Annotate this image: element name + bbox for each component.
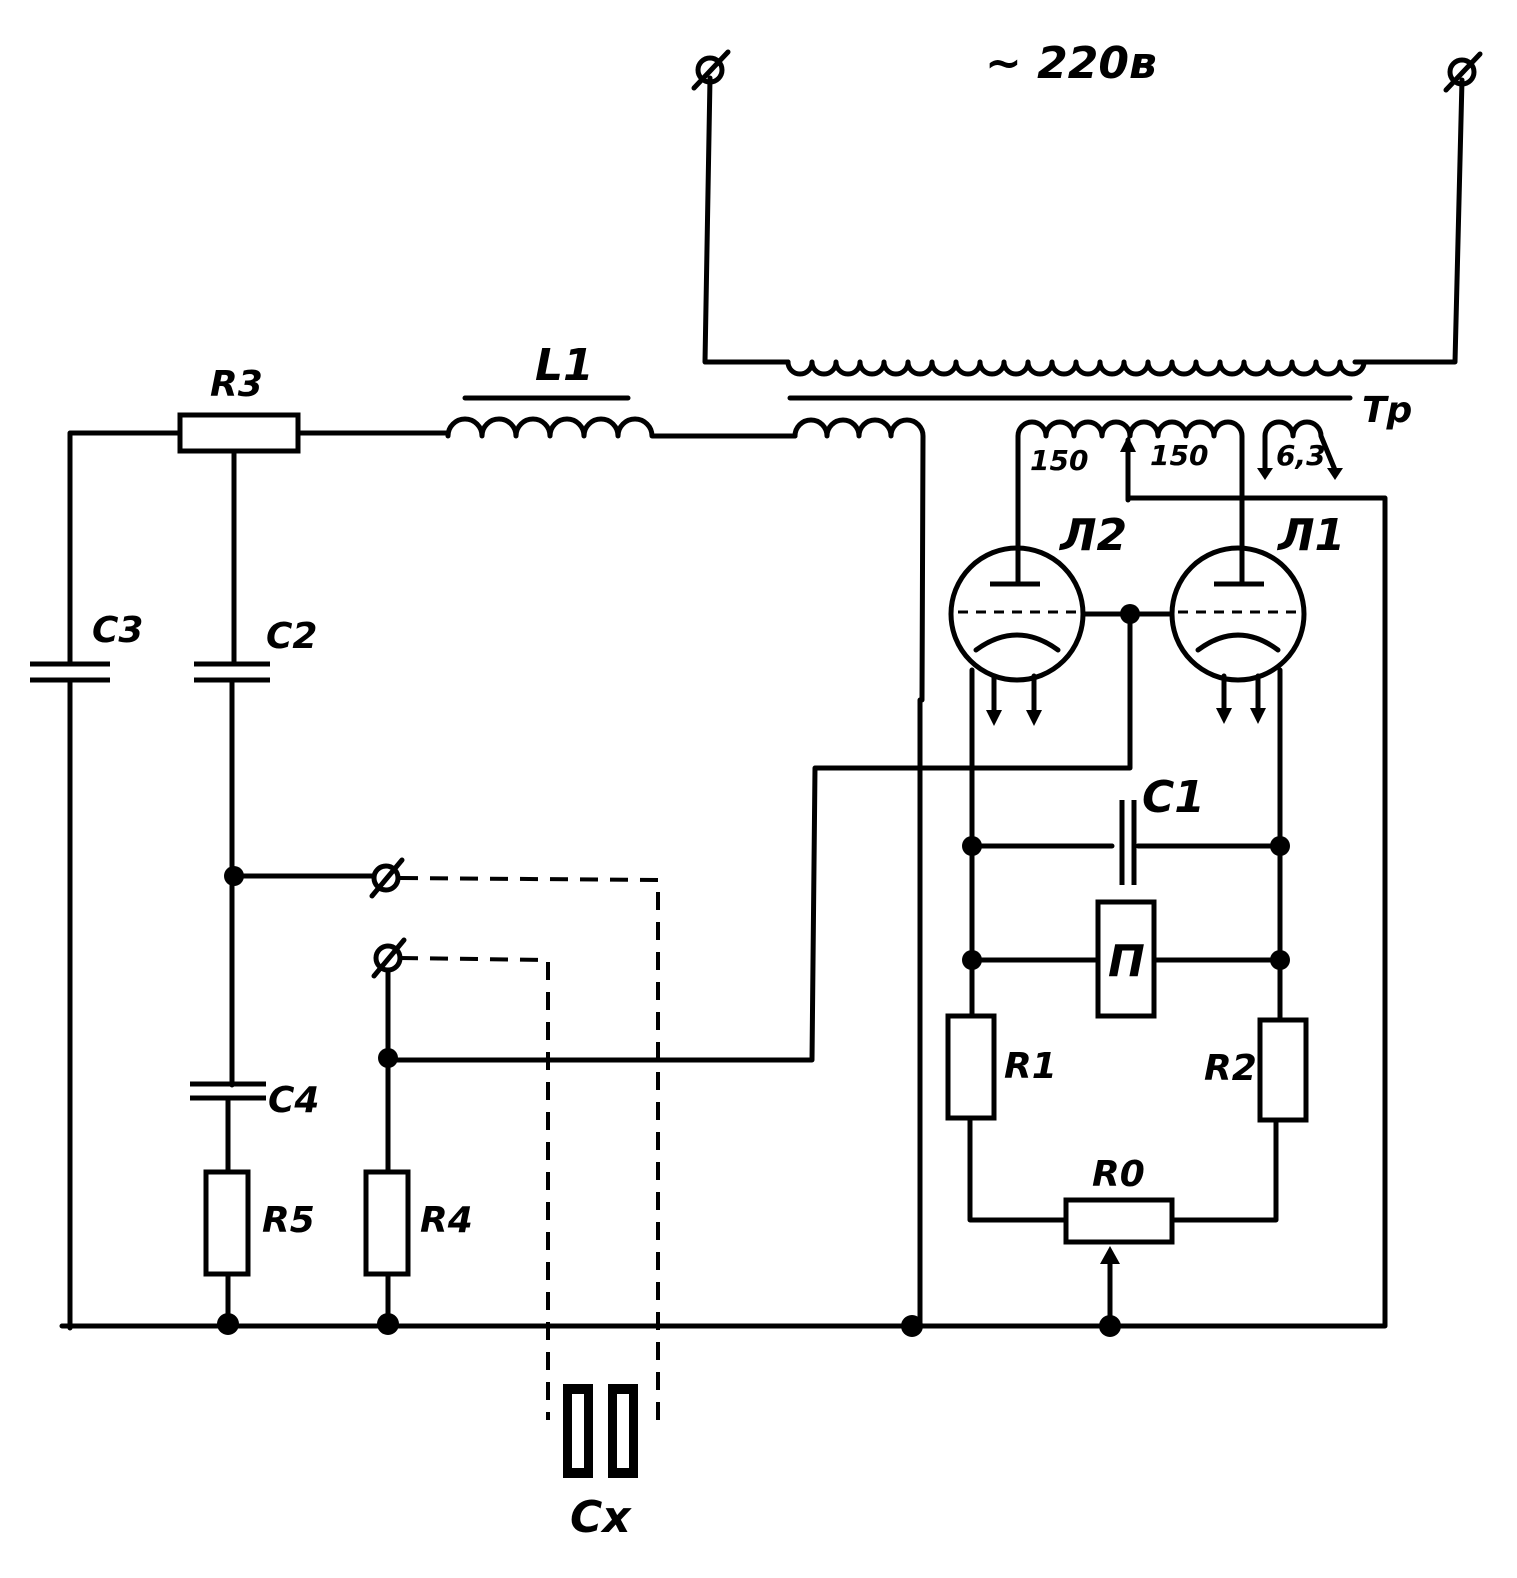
r1-label: R1 <box>1004 1046 1057 1087</box>
l1-tube-label: Л1 <box>1276 510 1345 561</box>
resistor-r4 <box>363 1169 411 1277</box>
winding-right-label: 150 <box>1150 439 1208 472</box>
inductor-l1 <box>445 395 798 439</box>
p-label: П <box>1108 936 1145 987</box>
c4-label: C4 <box>268 1080 319 1121</box>
resistor-r3 <box>177 412 301 454</box>
r2-label: R2 <box>1204 1048 1257 1089</box>
transformer-label: Тр <box>1362 390 1412 431</box>
r5-label: R5 <box>262 1200 315 1241</box>
c2-label: C2 <box>266 616 317 657</box>
resistor-r5 <box>203 1169 251 1277</box>
l1-label: L1 <box>535 340 594 391</box>
r3-label: R3 <box>210 364 263 405</box>
cx-terminal-upper[interactable] <box>371 863 401 893</box>
winding-left-label: 150 <box>1030 444 1088 477</box>
resistor-r1 <box>945 1013 997 1121</box>
mains-input <box>691 49 1483 365</box>
c1-label: C1 <box>1142 772 1205 823</box>
cx-label: Cx <box>570 1492 632 1543</box>
potentiometer-r0[interactable] <box>1063 1197 1175 1245</box>
r4-label: R4 <box>420 1200 473 1241</box>
resistor-r2 <box>1257 1017 1309 1123</box>
r0-label: R0 <box>1092 1154 1145 1195</box>
transformer <box>785 359 1367 703</box>
l2-label: Л2 <box>1058 510 1127 561</box>
c3-label: C3 <box>92 610 143 651</box>
tube-l1 <box>1169 545 1307 724</box>
filament-winding-label: 6,3 <box>1276 439 1326 472</box>
capacitor-cx <box>563 1384 638 1478</box>
supply-label: ~ 220в <box>985 38 1157 89</box>
instrument-p <box>1095 899 1157 1019</box>
